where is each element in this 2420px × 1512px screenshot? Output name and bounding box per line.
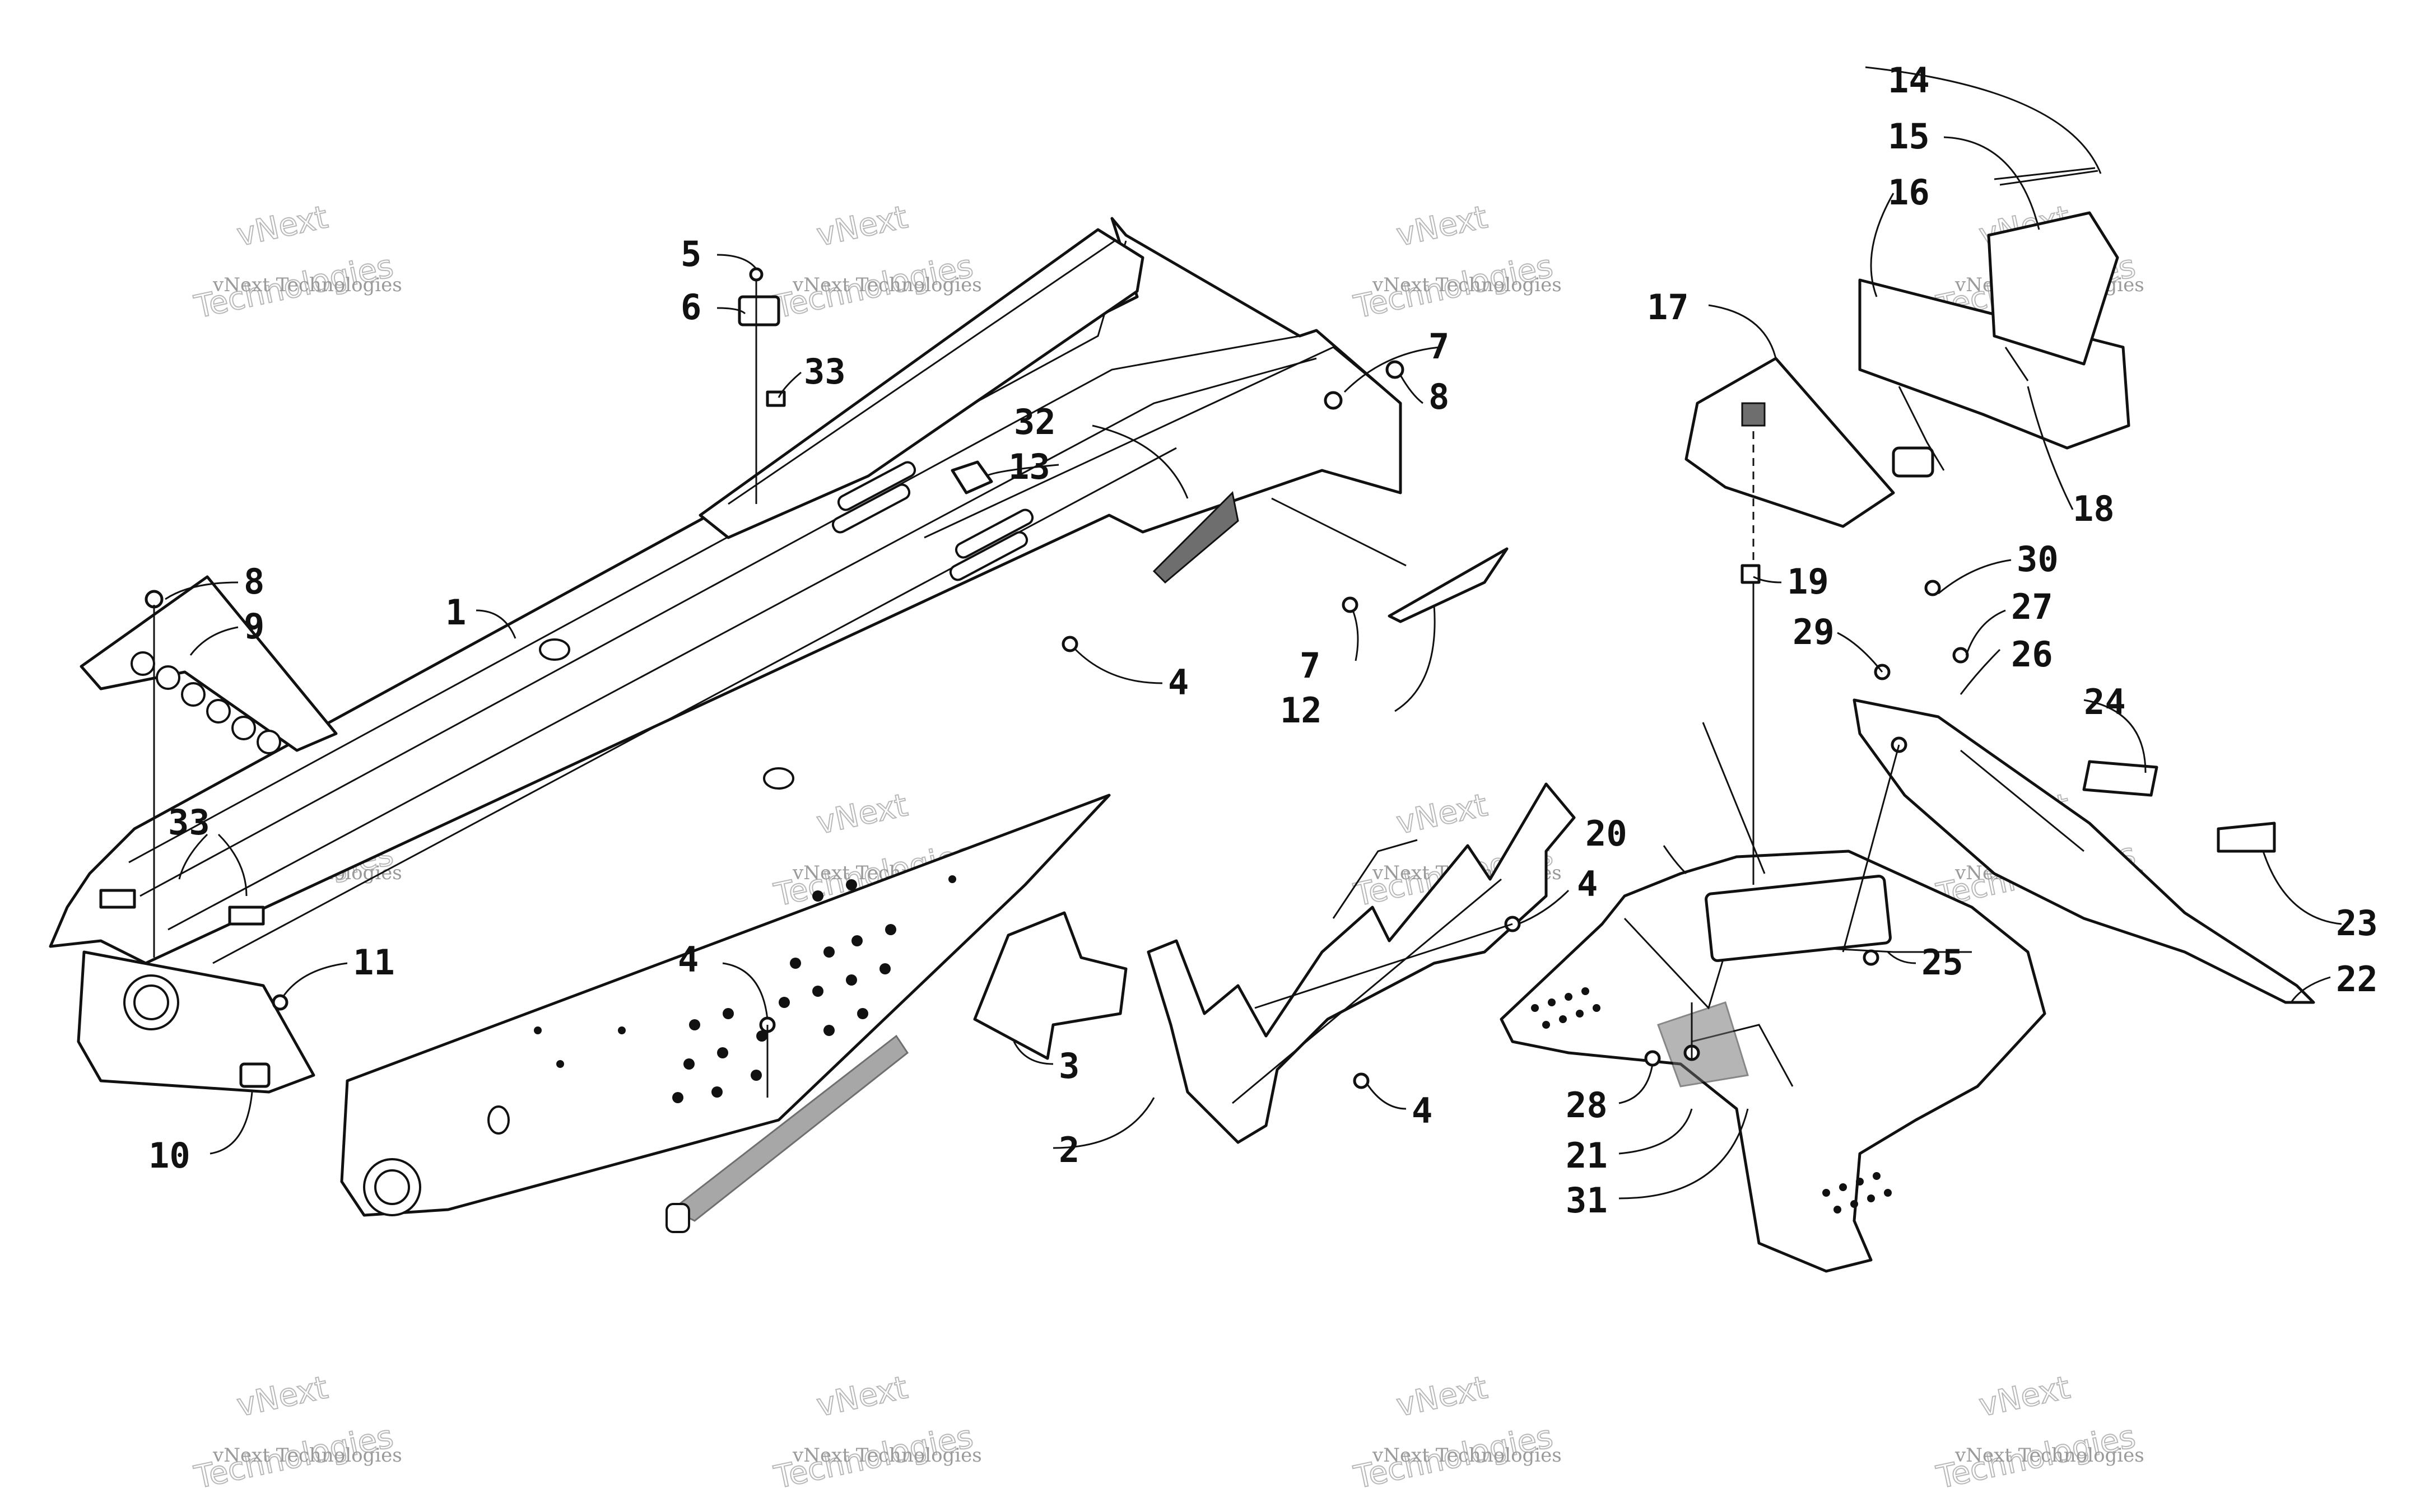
callout-22: 22 [2336, 959, 2378, 1000]
callout-12: 12 [1280, 690, 1322, 731]
callout-1: 1 [445, 592, 466, 633]
snow-flap-part [1147, 782, 1576, 1144]
svg-text:vNext: vNext [813, 787, 911, 842]
callout-19: 19 [1787, 561, 1829, 602]
svg-text:vNext: vNext [1976, 1369, 2073, 1424]
callout-33: 33 [804, 351, 846, 392]
callout-28: 28 [1566, 1085, 1608, 1126]
callout-33: 33 [168, 802, 210, 843]
callouts: 1 2 3 4 4 4 4 5 6 7 7 8 8 9 10 11 12 13 … [148, 60, 2378, 1221]
callout-15: 15 [1888, 116, 1930, 157]
callout-8: 8 [244, 561, 264, 602]
callout-17: 17 [1647, 287, 1689, 328]
callout-9: 9 [244, 606, 264, 647]
callout-18: 18 [2073, 488, 2115, 529]
decal-12 [1388, 547, 1509, 623]
svg-text:vNext Technologies: vNext Technologies [212, 1444, 402, 1467]
callout-27: 27 [2011, 586, 2053, 627]
callout-6: 6 [681, 287, 701, 328]
heat-shield-part [80, 575, 338, 754]
watermark: vNext Technologies vNext Technologies [190, 1369, 402, 1496]
svg-text:vNext: vNext [1393, 1369, 1491, 1424]
callout-26: 26 [2011, 634, 2053, 675]
bumper-part [951, 460, 993, 494]
callout-4: 4 [1577, 864, 1598, 904]
svg-text:vNext: vNext [1393, 787, 1491, 842]
decal-part [1152, 491, 1239, 584]
watermark: vNext Technologies vNext Technologies [1350, 1369, 1562, 1496]
svg-text:vNext Technologies: vNext Technologies [1372, 1444, 1562, 1467]
tunnel-perforations [534, 875, 956, 1103]
callout-23: 23 [2336, 903, 2378, 944]
watermark: vNext Technologies vNext Technologies [770, 198, 982, 326]
svg-text:vNext Technologies: vNext Technologies [792, 274, 982, 296]
callout-10: 10 [148, 1135, 190, 1176]
callout-4: 4 [678, 939, 699, 980]
decal-24 [2082, 760, 2158, 797]
callout-25: 25 [1921, 942, 1963, 983]
callout-2: 2 [1059, 1130, 1079, 1170]
callout-24: 24 [2084, 682, 2126, 722]
callout-13: 13 [1008, 446, 1050, 487]
svg-text:vNext Technologies: vNext Technologies [212, 274, 402, 296]
svg-text:vNext Technologies: vNext Technologies [1954, 1444, 2144, 1467]
callout-14: 14 [1888, 60, 1930, 101]
svg-text:vNext: vNext [813, 1369, 911, 1424]
callout-21: 21 [1566, 1135, 1608, 1176]
callout-32: 32 [1014, 402, 1056, 442]
tail-light-assembly [1684, 167, 2130, 584]
watermark: vNext Technologies vNext Technologies [770, 1369, 982, 1496]
callout-5: 5 [681, 234, 701, 274]
watermark: vNext Technologies vNext Technologies [1933, 1369, 2144, 1496]
svg-text:vNext: vNext [1393, 199, 1491, 254]
callout-7: 7 [1300, 645, 1320, 686]
callout-4: 4 [1168, 662, 1189, 703]
callout-4: 4 [1412, 1090, 1432, 1131]
rear-bumper-assembly [1500, 698, 2315, 1273]
svg-text:vNext Technologies: vNext Technologies [1372, 274, 1562, 296]
callout-11: 11 [353, 942, 395, 983]
callout-31: 31 [1566, 1180, 1608, 1221]
callout-16: 16 [1888, 172, 1930, 213]
watermark: vNext Technologies vNext Technologies [190, 198, 402, 326]
svg-text:vNext Technologies: vNext Technologies [792, 1444, 982, 1467]
svg-text:vNext: vNext [813, 199, 911, 254]
leader-lines [165, 66, 2342, 1200]
watermark: vNext Technologies vNext Technologies [1350, 198, 1562, 326]
callout-8: 8 [1428, 376, 1449, 417]
svg-text:vNext: vNext [234, 199, 331, 254]
svg-text:vNext: vNext [234, 1369, 331, 1424]
alignment-lines [153, 280, 1900, 1098]
callout-30: 30 [2017, 539, 2059, 580]
callout-29: 29 [1793, 612, 1835, 652]
bracket-part [973, 911, 1128, 1060]
callout-20: 20 [1585, 813, 1627, 854]
decal-23 [2217, 822, 2276, 853]
tunnel-part [49, 217, 1402, 1233]
callout-7: 7 [1428, 326, 1449, 367]
callout-3: 3 [1059, 1046, 1079, 1086]
grip-pattern [1531, 987, 1892, 1214]
